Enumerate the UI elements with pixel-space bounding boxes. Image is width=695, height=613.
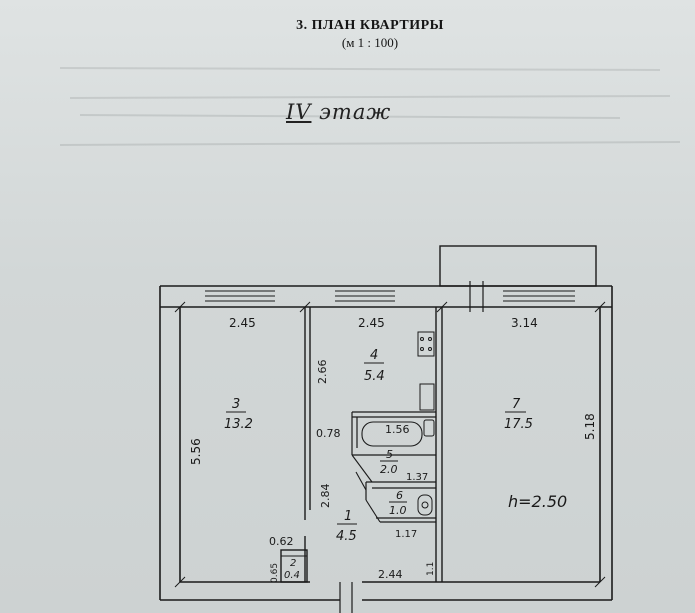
- closet-room-2: [280, 549, 308, 583]
- entrance-door: [339, 582, 353, 613]
- dim-hall-bottom: 2.44: [378, 568, 403, 581]
- plan-heading: 3. ПЛАН КВАРТИРЫ (м 1 : 100): [250, 18, 490, 51]
- exterior-wall-top: [160, 285, 612, 308]
- bleed-through-text: [60, 67, 680, 146]
- dim-kitchen-side: 2.66: [316, 360, 329, 385]
- bathtub: [361, 421, 423, 447]
- room-6-area: 1.0: [389, 504, 407, 517]
- plan-scale: (м 1 : 100): [341, 35, 399, 50]
- dim-closet-side: 0.65: [270, 563, 280, 583]
- floor-word: этаж: [319, 100, 392, 124]
- dim-hall-edge: 1.1: [426, 562, 436, 576]
- dim-hall-side: 2.84: [319, 484, 332, 509]
- toilet-walls: [365, 481, 436, 523]
- ceiling-height: h=2.50: [508, 492, 567, 511]
- bathroom-sink: [423, 419, 435, 437]
- dim-right-height: 5.18: [583, 413, 597, 440]
- room-2-number: 2: [290, 558, 296, 569]
- dim-top-mid: 2.45: [358, 316, 385, 330]
- room-7-area: 17.5: [504, 417, 533, 432]
- wall-room7-left: [435, 307, 443, 582]
- window-kitchen: [335, 290, 395, 302]
- floor-numeral: IV: [286, 100, 312, 124]
- exterior-wall-left: [159, 286, 181, 600]
- room-2-area: 0.4: [284, 570, 300, 581]
- room-4-number: 4: [370, 348, 378, 363]
- bathroom-walls: [351, 411, 436, 456]
- floor-label: IV этаж: [286, 100, 391, 124]
- window-room-3: [205, 290, 275, 302]
- dim-hall-right: 1.17: [395, 529, 417, 540]
- plan-title: 3. ПЛАН КВАРТИРЫ: [296, 18, 444, 33]
- room-1-area: 4.5: [336, 529, 357, 544]
- exterior-wall-bottom: [160, 581, 612, 601]
- window-room-7: [503, 290, 575, 302]
- kitchen-stove: [417, 331, 435, 357]
- dim-bath-width: 1.56: [385, 423, 410, 436]
- room-3-area: 13.2: [224, 417, 253, 432]
- exterior-wall-right: [599, 286, 613, 600]
- hall-diagonals: [351, 454, 381, 523]
- dimension-ticks: [174, 301, 606, 588]
- dim-top-right: 3.14: [511, 316, 538, 330]
- dim-toilet-width: 1.37: [406, 472, 428, 483]
- room-7-number: 7: [512, 397, 521, 412]
- dim-closet-top: 0.62: [269, 535, 294, 548]
- room-5-number: 5: [386, 448, 393, 461]
- balcony: [439, 245, 597, 287]
- toilet-fixture: [417, 494, 433, 516]
- room-1-number: 1: [344, 509, 352, 524]
- room-6-number: 6: [396, 489, 403, 502]
- dim-top-left: 2.45: [229, 316, 256, 330]
- wall-room3-right: [304, 307, 311, 582]
- room-4-area: 5.4: [364, 369, 385, 384]
- kitchen-cabinet: [419, 383, 435, 411]
- room-5-area: 2.0: [380, 463, 398, 476]
- dim-bath-side: 0.78: [316, 427, 341, 440]
- balcony-door: [469, 281, 484, 312]
- dim-left-height: 5.56: [189, 438, 203, 465]
- room-3-number: 3: [232, 397, 240, 412]
